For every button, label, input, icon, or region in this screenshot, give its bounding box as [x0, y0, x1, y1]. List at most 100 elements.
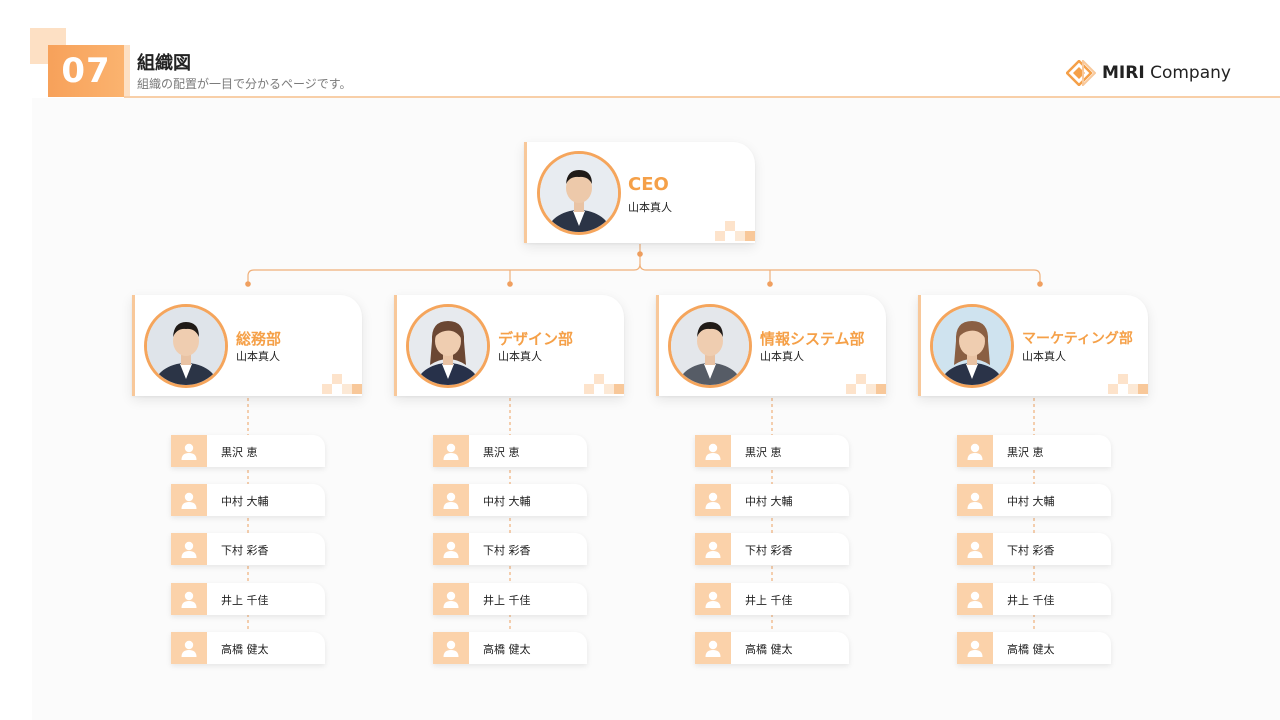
- department-role: デザイン部: [498, 330, 574, 348]
- person-photo-icon: [933, 307, 1011, 385]
- member-card: 下村 彩香: [171, 533, 325, 565]
- user-icon: [705, 541, 721, 558]
- member-name: 高橋 健太: [745, 643, 793, 656]
- department-role: 総務部: [236, 330, 282, 348]
- user-icon: [967, 591, 983, 608]
- user-icon: [705, 492, 721, 509]
- member-avatar: [171, 632, 207, 664]
- member-name: 井上 千佳: [1007, 594, 1055, 607]
- member-avatar: [433, 583, 469, 615]
- user-icon: [705, 640, 721, 657]
- user-icon: [967, 640, 983, 657]
- checker-decoration: [1108, 374, 1148, 394]
- checker-decoration: [846, 374, 886, 394]
- logo-text: MIRI Company: [1102, 63, 1231, 83]
- person-photo-icon: [147, 307, 225, 385]
- department-head-avatar: [930, 304, 1014, 388]
- member-avatar: [171, 533, 207, 565]
- member-avatar: [695, 583, 731, 615]
- member-card: 下村 彩香: [695, 533, 849, 565]
- user-icon: [705, 591, 721, 608]
- person-photo-icon: [540, 154, 618, 232]
- user-icon: [181, 443, 197, 460]
- member-name: 黒沢 恵: [483, 446, 520, 459]
- member-card: 中村 大輔: [433, 484, 587, 516]
- department-card: 総務部 山本真人: [132, 295, 362, 396]
- member-name: 下村 彩香: [745, 544, 793, 557]
- user-icon: [443, 492, 459, 509]
- user-icon: [443, 541, 459, 558]
- user-icon: [967, 492, 983, 509]
- card-accent: [394, 295, 397, 396]
- header-divider: [124, 96, 1280, 98]
- user-icon: [181, 591, 197, 608]
- member-card: 黒沢 恵: [171, 435, 325, 467]
- member-name: 黒沢 恵: [1007, 446, 1044, 459]
- member-card: 黒沢 恵: [957, 435, 1111, 467]
- company-logo: MIRI Company: [1066, 60, 1231, 86]
- logo-bold: MIRI: [1102, 63, 1145, 83]
- department-head-name: 山本真人: [498, 350, 542, 363]
- department-head-name: 山本真人: [760, 350, 804, 363]
- section-number: 07: [48, 45, 130, 97]
- card-accent: [524, 142, 527, 243]
- person-photo-icon: [671, 307, 749, 385]
- member-card: 井上 千佳: [957, 583, 1111, 615]
- ceo-card: CEO 山本真人: [524, 142, 755, 243]
- member-avatar: [171, 583, 207, 615]
- member-card: 中村 大輔: [695, 484, 849, 516]
- member-name: 下村 彩香: [1007, 544, 1055, 557]
- member-avatar: [433, 435, 469, 467]
- member-avatar: [171, 435, 207, 467]
- member-name: 黒沢 恵: [221, 446, 258, 459]
- member-avatar: [957, 533, 993, 565]
- member-name: 中村 大輔: [1007, 495, 1055, 508]
- member-avatar: [695, 484, 731, 516]
- member-avatar: [695, 435, 731, 467]
- card-accent: [918, 295, 921, 396]
- ceo-role: CEO: [628, 174, 669, 195]
- department-card: マーケティング部 山本真人: [918, 295, 1148, 396]
- member-avatar: [433, 533, 469, 565]
- member-card: 井上 千佳: [171, 583, 325, 615]
- member-card: 井上 千佳: [433, 583, 587, 615]
- member-card: 黒沢 恵: [695, 435, 849, 467]
- user-icon: [705, 443, 721, 460]
- user-icon: [443, 591, 459, 608]
- user-icon: [443, 443, 459, 460]
- member-card: 中村 大輔: [171, 484, 325, 516]
- user-icon: [181, 492, 197, 509]
- member-name: 井上 千佳: [221, 594, 269, 607]
- card-accent: [132, 295, 135, 396]
- department-role: 情報システム部: [760, 330, 865, 348]
- member-card: 下村 彩香: [957, 533, 1111, 565]
- card-accent: [656, 295, 659, 396]
- checker-decoration: [584, 374, 624, 394]
- department-head-name: 山本真人: [1022, 350, 1066, 363]
- member-avatar: [957, 435, 993, 467]
- member-avatar: [695, 632, 731, 664]
- number-edge: [124, 45, 130, 97]
- department-head-avatar: [406, 304, 490, 388]
- member-card: 高橋 健太: [171, 632, 325, 664]
- member-card: 中村 大輔: [957, 484, 1111, 516]
- logo-diamond-icon: [1066, 60, 1096, 86]
- user-icon: [443, 640, 459, 657]
- member-avatar: [433, 632, 469, 664]
- member-name: 中村 大輔: [745, 495, 793, 508]
- member-name: 黒沢 恵: [745, 446, 782, 459]
- checker-decoration: [322, 374, 362, 394]
- member-name: 高橋 健太: [483, 643, 531, 656]
- user-icon: [967, 541, 983, 558]
- department-card: 情報システム部 山本真人: [656, 295, 886, 396]
- member-card: 高橋 健太: [695, 632, 849, 664]
- person-photo-icon: [409, 307, 487, 385]
- member-avatar: [171, 484, 207, 516]
- member-name: 中村 大輔: [221, 495, 269, 508]
- member-card: 井上 千佳: [695, 583, 849, 615]
- member-avatar: [957, 583, 993, 615]
- user-icon: [181, 640, 197, 657]
- ceo-avatar: [537, 151, 621, 235]
- checker-decoration: [715, 221, 755, 241]
- member-name: 中村 大輔: [483, 495, 531, 508]
